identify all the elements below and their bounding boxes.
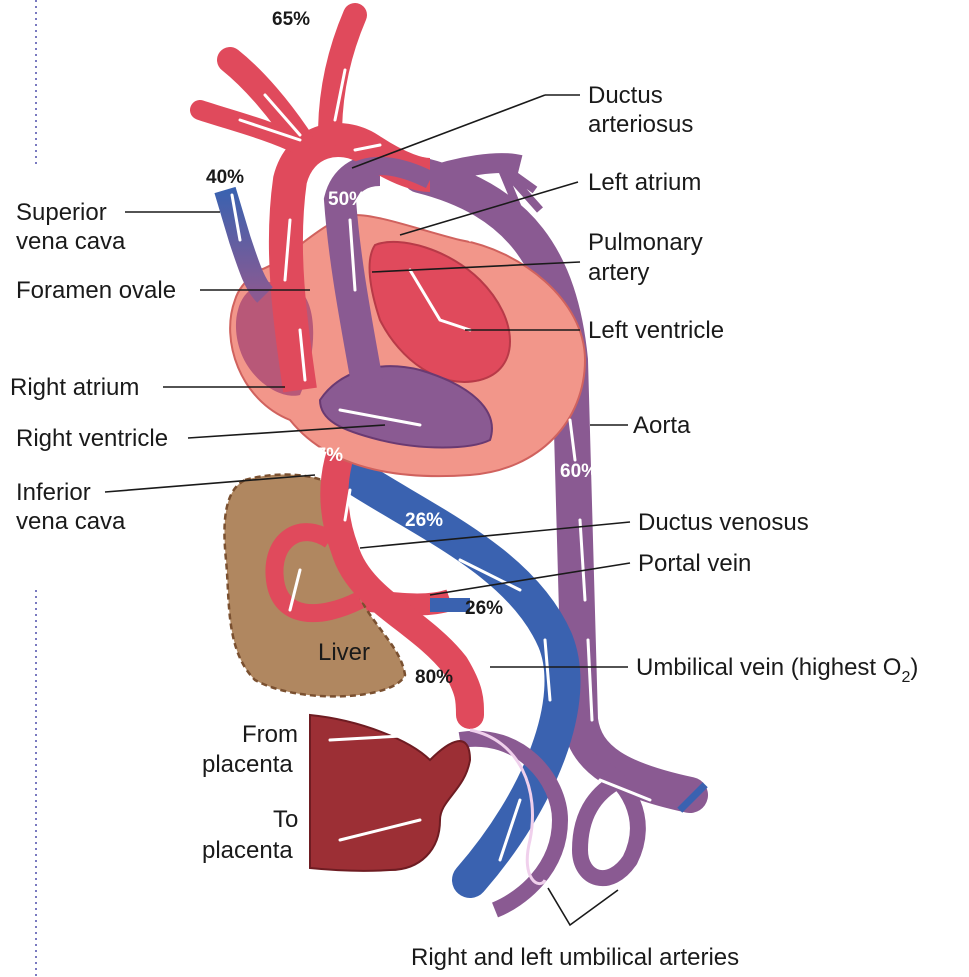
label-left-ventricle: Left ventricle — [588, 317, 724, 344]
label-to-placenta-line1: To — [273, 806, 298, 833]
label-umbilical-arteries: Right and left umbilical arteries — [411, 944, 739, 971]
label-pulmonary-artery-line1: Pulmonary — [588, 229, 703, 256]
label-left-atrium: Left atrium — [588, 169, 701, 196]
label-inferior-vena-cava-line1: Inferior — [16, 479, 91, 506]
label-from-placenta-line2: placenta — [202, 751, 293, 778]
label-ductus-arteriosus-line1: Ductus — [588, 82, 663, 109]
label-superior-vena-cava-line1: Superior — [16, 199, 107, 226]
pct-head-arteries: 65% — [272, 9, 310, 30]
label-inferior-vena-cava-line2: vena cava — [16, 508, 126, 535]
label-right-atrium: Right atrium — [10, 374, 139, 401]
pct-ductus-venosus: 26% — [405, 510, 443, 531]
label-ductus-venosus: Ductus venosus — [638, 509, 809, 536]
aorta-end — [690, 795, 695, 800]
label-aorta: Aorta — [633, 412, 691, 439]
label-pulmonary-artery-line2: artery — [588, 259, 649, 286]
label-from-placenta-line1: From — [242, 721, 298, 748]
label-liver: Liver — [318, 639, 370, 666]
superior-vena-cava-vessel — [225, 190, 265, 295]
label-ductus-arteriosus-line2: arteriosus — [588, 111, 693, 138]
pct-superior-vena-cava: 40% — [206, 167, 244, 188]
label-right-ventricle: Right ventricle — [16, 425, 168, 452]
pct-inferior-vena-cava: 67% — [305, 445, 343, 466]
label-foramen-ovale: Foramen ovale — [16, 277, 176, 304]
label-portal-vein: Portal vein — [638, 550, 751, 577]
pct-portal-vein: 26% — [465, 598, 503, 619]
label-umbilical-vein: Umbilical vein (highest O2) — [636, 654, 918, 686]
pct-ductus-arteriosus: 50% — [328, 189, 366, 210]
pct-umbilical-vein: 80% — [415, 667, 453, 688]
label-to-placenta-line2: placenta — [202, 837, 293, 864]
label-superior-vena-cava-line2: vena cava — [16, 228, 126, 255]
pct-descending-aorta: 60% — [560, 461, 598, 482]
